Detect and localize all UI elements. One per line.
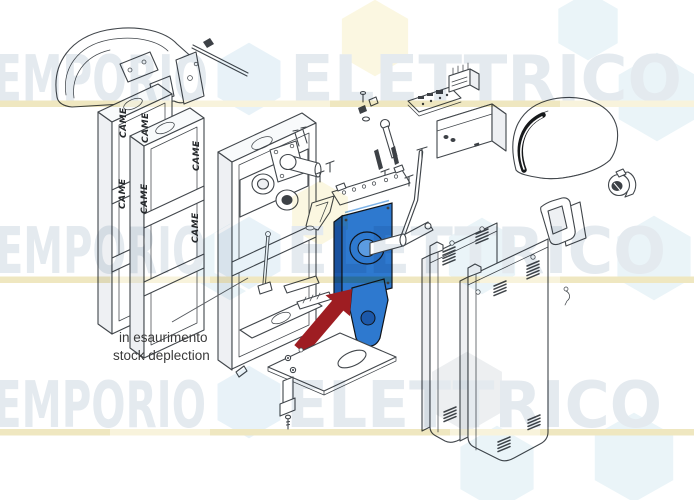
control-box <box>436 103 507 159</box>
hexagon-icon <box>214 213 284 293</box>
cabinet-frame-middle <box>129 107 205 359</box>
anchor-bolt <box>284 414 292 430</box>
transformer <box>448 62 480 93</box>
cover-bracket <box>175 51 205 105</box>
came-logo: CAME <box>118 178 128 209</box>
came-logo: CAME <box>141 112 151 143</box>
logo-hexagons <box>214 39 284 442</box>
hexagon-icon <box>214 362 284 442</box>
lock-cylinder <box>607 168 637 198</box>
came-logo: CAME <box>191 212 201 243</box>
watermark-underlines <box>0 100 694 436</box>
hexagon-icon <box>214 39 284 119</box>
highlight-arrow <box>294 289 352 355</box>
top-clip <box>203 38 214 48</box>
base-plate <box>267 332 397 396</box>
stock-depletion-annotation: in esaurimento stock deplection <box>113 277 249 363</box>
dome-cover <box>512 96 619 180</box>
came-brand-marks: CAME CAME CAME CAME CAME CAME <box>118 107 202 243</box>
came-logo: CAME <box>192 140 202 171</box>
annotation-line1: in esaurimento <box>119 330 208 345</box>
latch-screw <box>563 286 570 306</box>
came-logo: CAME <box>140 183 150 214</box>
inspection-window-frame <box>540 197 587 247</box>
fixing-pins <box>292 126 308 147</box>
annotation-line2: stock deplection <box>113 348 210 363</box>
came-logo: CAME <box>119 107 129 138</box>
